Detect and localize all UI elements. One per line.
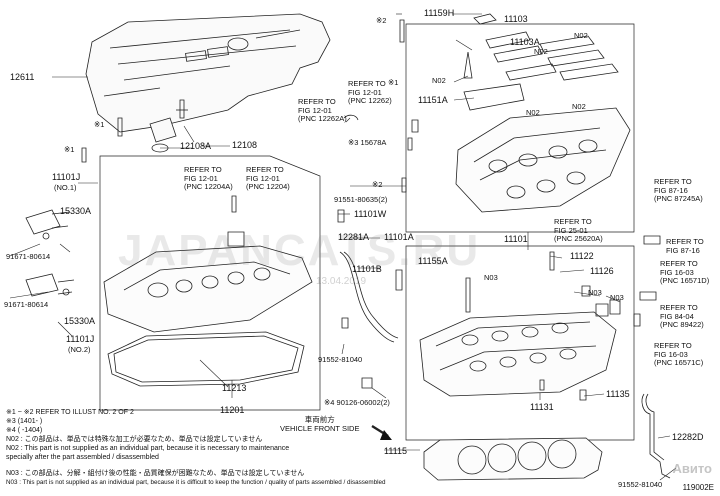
note-line-3: ※4 ( -1404) <box>6 427 43 434</box>
refer-fig-16-03-pnc-16571C[interactable]: REFER TO FIG 16-03 (PNC 16571C) <box>654 341 704 367</box>
part-label-12108[interactable]: 12108 <box>232 140 258 150</box>
oil-control-valves <box>25 209 75 297</box>
part-label-n02-a: N02 <box>574 31 588 40</box>
part-label-15330A-2[interactable]: 15330A <box>64 316 96 326</box>
engine-cover-illustration <box>85 13 331 133</box>
watermark-date: 13.04.2019 <box>316 276 367 287</box>
part-label-91552-2[interactable]: 91552-81040 <box>618 480 663 489</box>
part-label-11122[interactable]: 11122 <box>570 251 594 261</box>
note-mark-1b: ※1 <box>64 145 75 154</box>
vehicle-front-en: VEHICLE FRONT SIDE <box>280 424 360 433</box>
part-label-11201[interactable]: 11201 <box>220 405 245 415</box>
note-line-5: N02 : This part is not supplied as an in… <box>6 445 290 452</box>
refer-fig-87-16[interactable]: REFER TO FIG 87-16 <box>666 237 704 255</box>
part-label-12281A[interactable]: 12281A <box>338 232 370 242</box>
note-line-7: N03 : この部品は、分解・組付け後の性能・品質確保が困難なため、単品では設定… <box>6 470 305 477</box>
refer-fig-25-01-pnc-25620A[interactable]: REFER TO FIG 25-01 (PNC 25620A) <box>554 217 603 243</box>
note-line-8: N03 : This part is not supplied as an in… <box>6 479 386 486</box>
note-mark-2: ※2 <box>372 180 383 189</box>
avito-logo: Авито <box>672 461 712 476</box>
part-label-11213[interactable]: 11213 <box>222 383 247 393</box>
part-label-91671-1[interactable]: 91671-80614 <box>6 252 51 261</box>
mid-parts <box>337 114 419 389</box>
part-label-90126[interactable]: ※4 90126-06002(2) <box>324 398 390 407</box>
refer-fig-84-04-pnc-89422[interactable]: REFER TO FIG 84-04 (PNC 89422) <box>660 303 704 329</box>
vehicle-front-label: 車両前方 VEHICLE FRONT SIDE <box>280 415 359 433</box>
vehicle-front-ja: 車両前方 <box>304 415 335 424</box>
upper-right-box <box>399 13 635 233</box>
part-label-11101J-1[interactable]: 11101J <box>52 172 81 182</box>
refer-fig-12-01-pnc-12262A[interactable]: REFER TO FIG 12-01 (PNC 12262A) <box>298 97 347 123</box>
note-line-2: ※3 (1401- ) <box>6 418 43 425</box>
note-line-1: ※1 ~ ※2 REFER TO ILLUST NO. 2 OF 2 <box>6 409 134 416</box>
part-label-15330A-1[interactable]: 15330A <box>60 206 92 216</box>
part-label-91552-1[interactable]: 91552-81040 <box>318 355 363 364</box>
cylinder-head-box <box>405 245 635 441</box>
bearing-caps <box>463 13 619 81</box>
refer-fig-87-16-pnc-87245A[interactable]: REFER TO FIG 87-16 (PNC 87245A) <box>654 177 703 203</box>
part-label-12108A[interactable]: 12108A <box>180 141 212 151</box>
part-label-11103A[interactable]: 11103A <box>510 37 540 47</box>
part-label-n03-c: N03 <box>610 293 624 302</box>
bracket-12282D <box>641 393 671 479</box>
part-label-12282D[interactable]: 12282D <box>672 432 704 442</box>
head-gasket <box>423 437 603 481</box>
note-mark-1a: ※1 <box>94 120 105 129</box>
part-label-11101[interactable]: 11101 <box>504 234 528 244</box>
part-label-n03-a: N03 <box>484 273 498 282</box>
part-label-12611[interactable]: 12611 <box>10 72 35 82</box>
refer-fig-12-01-pnc-12204[interactable]: REFER TO FIG 12-01 (PNC 12204) <box>246 165 290 191</box>
part-label-n02-e: N02 <box>572 102 586 111</box>
watermark-text: JAPANCATS.RU <box>118 226 481 275</box>
part-label-91671-2[interactable]: 91671-80614 <box>4 300 49 309</box>
part-label-11159H[interactable]: 11159H <box>424 8 455 18</box>
part-label-n02-b: N02 <box>534 47 548 56</box>
refer-fig-16-03-pnc-16571D[interactable]: REFER TO FIG 16-03 (PNC 16571D) <box>660 259 710 285</box>
part-label-11101W[interactable]: 11101W <box>354 209 387 219</box>
part-label-11155A[interactable]: 11155A <box>418 256 448 266</box>
part-label-11131[interactable]: 11131 <box>530 402 554 412</box>
part-label-11101A[interactable]: 11101A <box>384 232 414 242</box>
note-mark-1-top: ※1 <box>388 78 399 87</box>
valve-cover-box <box>81 99 321 411</box>
part-label-11115[interactable]: 11115 <box>384 446 408 456</box>
note-line-6: specially after the part assembled / dis… <box>6 454 159 461</box>
refer-fig-12-01-pnc-12204A[interactable]: REFER TO FIG 12-01 (PNC 12204A) <box>184 165 233 191</box>
leader-lines <box>9 13 677 481</box>
part-label-n03-b: N03 <box>588 288 602 297</box>
part-label-11126[interactable]: 11126 <box>590 266 614 276</box>
refer-fig-12-01-pnc-12262[interactable]: REFER TO FIG 12-01 (PNC 12262) <box>348 79 392 105</box>
part-label-11101B[interactable]: 11101B <box>352 264 382 274</box>
part-label-11103[interactable]: 11103 <box>504 14 528 24</box>
part-label-no2: (NO.2) <box>68 345 91 354</box>
part-label-91551[interactable]: 91551-80635(2) <box>334 195 388 204</box>
part-label-n02-c: N02 <box>432 76 446 85</box>
camshaft-housing <box>455 83 631 213</box>
part-label-15678A[interactable]: ※3 15678A <box>348 138 387 147</box>
note-line-4: N02 : この部品は、単品では特殊な加工が必要なため、単品では設定していません <box>6 436 263 443</box>
part-label-n02-d: N02 <box>526 108 540 117</box>
right-small-parts <box>633 235 661 327</box>
part-label-11135[interactable]: 11135 <box>606 389 630 399</box>
part-label-11151A[interactable]: 11151A <box>418 95 448 105</box>
part-label-11101J-2[interactable]: 11101J <box>66 334 95 344</box>
note-mark-2-top: ※2 <box>376 16 387 25</box>
part-label-no1: (NO.1) <box>54 183 77 192</box>
figure-id: 119002E <box>682 483 714 492</box>
